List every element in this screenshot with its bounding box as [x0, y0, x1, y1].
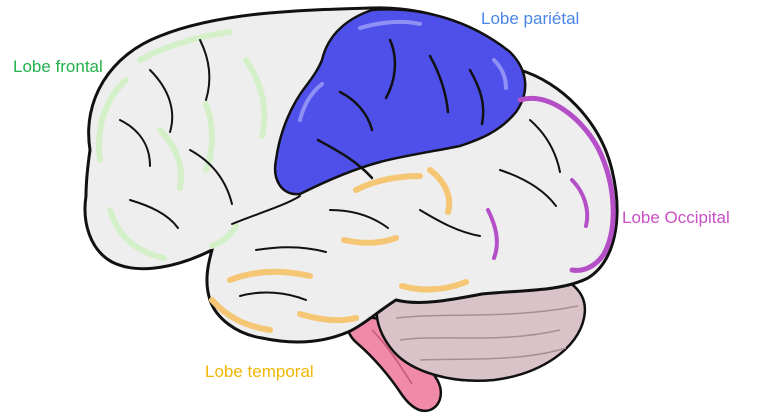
label-parietal-lobe: Lobe pariétal — [481, 9, 580, 28]
label-frontal-lobe: Lobe frontal — [13, 57, 103, 76]
parietal-lobe — [273, 8, 527, 196]
label-temporal-lobe: Lobe temporal — [205, 362, 314, 381]
occipital-highlight — [486, 208, 499, 260]
cerebellum-fold — [419, 347, 567, 361]
temporal-highlights — [209, 167, 469, 333]
brainstem-ridge — [371, 329, 413, 385]
cerebellum-fold — [399, 329, 561, 341]
cerebellum-fold — [395, 305, 579, 319]
occipital-highlight — [570, 178, 590, 228]
occipital-highlight — [517, 96, 616, 273]
frontal-highlights — [96, 29, 268, 261]
parietal-sulci — [316, 38, 485, 180]
label-occipital-lobe: Lobe Occipital — [622, 208, 730, 227]
brain-sulci — [119, 39, 561, 301]
parietal-sheen — [298, 19, 508, 122]
